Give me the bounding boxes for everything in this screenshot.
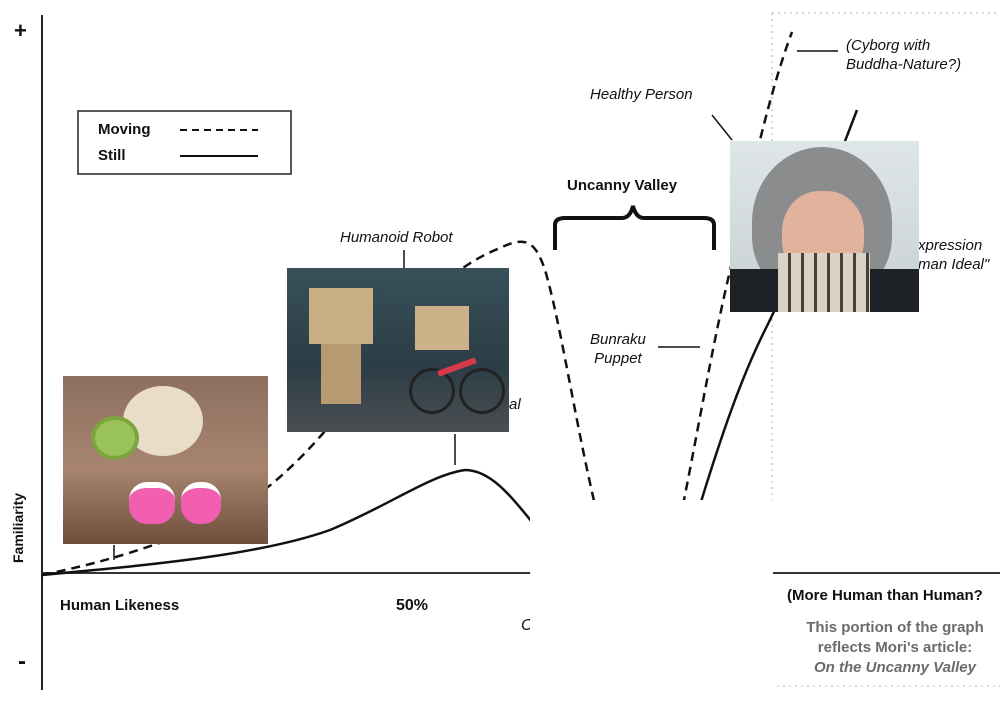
y-axis-plus: +	[14, 18, 27, 43]
still-curve-left	[41, 468, 533, 577]
label-ideal-partial: al	[509, 396, 521, 413]
x-axis-50-percent: 50%	[396, 597, 429, 614]
mori-note-line1: This portion of the graph	[806, 619, 984, 636]
label-expression-ideal: xpression man Ideal"	[918, 237, 990, 273]
y-axis-minus: -	[18, 648, 26, 675]
label-bunraku-puppet: Bunraku Puppet	[590, 331, 646, 367]
label-uncanny-valley: Uncanny Valley	[567, 177, 678, 194]
legend-moving-label: Moving	[98, 121, 151, 138]
leader-healthy	[711, 114, 733, 141]
y-axis-label: Familiarity	[10, 492, 27, 564]
mori-note-article-title: On the Uncanny Valley	[814, 659, 976, 676]
label-cyborg: (Cyborg with Buddha-Nature?)	[846, 37, 962, 73]
legend-box	[77, 110, 292, 175]
mori-dotted-box	[771, 12, 1000, 687]
blank-overlay-panel	[530, 500, 773, 717]
uncanny-valley-brace	[553, 205, 716, 250]
x-axis-label: Human Likeness	[60, 597, 180, 614]
x-axis-partial-label: C	[521, 617, 533, 634]
danbo-robot-photo	[287, 268, 509, 432]
label-healthy-person: Healthy Person	[590, 86, 693, 103]
mori-box-note: This portion of the graph reflects Mori'…	[780, 618, 1000, 678]
label-humanoid-robot: Humanoid Robot	[340, 229, 453, 246]
moving-curve-left	[41, 240, 597, 577]
healthy-person-photo	[730, 141, 919, 312]
mori-note-line2: reflects Mori's article:	[817, 639, 973, 656]
mori-box-heading: (More Human than Human?	[787, 587, 983, 604]
legend-still-label: Still	[98, 147, 126, 164]
snail-photo	[63, 376, 268, 544]
